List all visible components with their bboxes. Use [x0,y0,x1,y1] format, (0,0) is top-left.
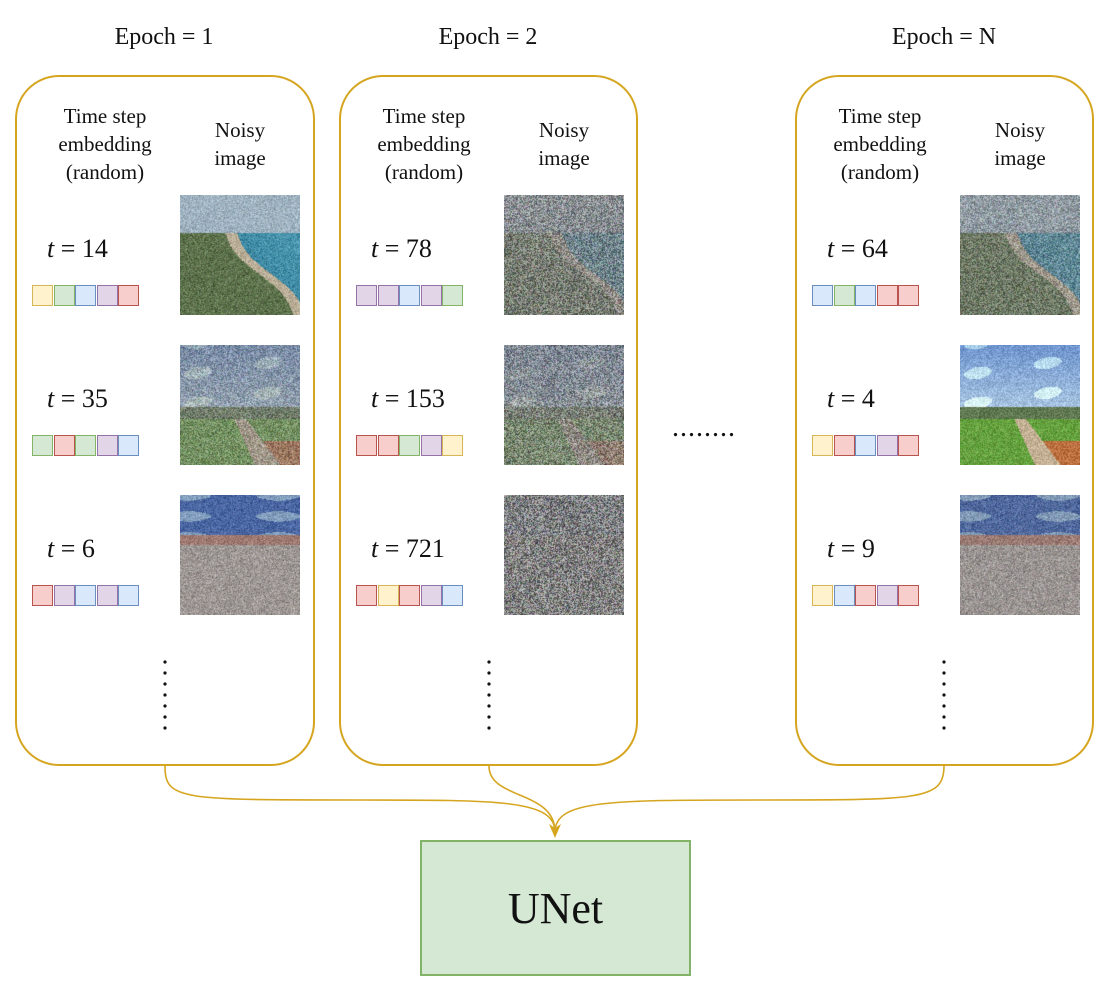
embedding-cell [32,585,53,606]
arrow-epoch-2-to-unet [488,765,556,833]
more-epochs-ellipsis: ........ [672,412,736,443]
epoch-1-row-1-embedding [32,285,140,306]
embedding-cell [855,285,876,306]
embedding-cell [53,585,75,606]
embedding-cell [377,435,399,456]
embedding-cell [53,435,75,456]
embedding-cell [812,585,833,606]
epoch-n-vertical-ellipsis [942,660,946,730]
embedding-cell [399,285,420,306]
embedding-cell [399,435,420,456]
embedding-cell [833,435,855,456]
epoch-1-vertical-ellipsis [163,660,167,730]
embedding-cell [420,285,442,306]
epoch-2-row-1-timestep: t = 78 [371,234,432,263]
epoch-1-row-2-embedding [32,435,140,456]
epoch-1-row-1-noisy-image [180,195,300,315]
epoch-2-row-1-noisy-image [504,195,624,315]
epoch-n-row-3-noisy-image [960,495,1080,615]
embedding-cell [876,435,898,456]
epoch-1-embed-header: Time step embedding (random) [58,104,152,184]
embedding-cell [75,435,96,456]
epoch-2-row-3-timestep: t = 721 [371,534,445,563]
epoch-n-embed-header: Time step embedding (random) [833,104,927,184]
epoch-1-row-3-noisy-image [180,495,300,615]
embedding-cell [898,435,919,456]
embedding-cell [855,585,876,606]
embedding-cell [118,435,139,456]
epoch-1-row-3-timestep: t = 6 [47,534,95,563]
embedding-cell [812,285,833,306]
epoch-2-row-2-embedding [356,435,464,456]
embedding-cell [855,435,876,456]
embedding-cell [833,285,855,306]
epoch-1-row-3-embedding [32,585,140,606]
embedding-cell [96,585,118,606]
epoch-n-row-1-timestep: t = 64 [827,234,888,263]
embedding-cell [442,435,463,456]
epoch-n-row-1-noisy-image [960,195,1080,315]
epoch-2-title: Epoch = 2 [438,24,538,50]
epoch-n-row-3-embedding [812,585,920,606]
epoch-n-title: Epoch = N [891,24,997,50]
embedding-cell [356,585,377,606]
epoch-2-vertical-ellipsis [487,660,491,730]
epoch-2-row-2-timestep: t = 153 [371,384,445,413]
epoch-2-row-3-embedding [356,585,464,606]
epoch-n-row-2-embedding [812,435,920,456]
embedding-cell [898,585,919,606]
epoch-2-embed-header: Time step embedding (random) [377,104,471,184]
embedding-cell [812,435,833,456]
embedding-cell [118,285,139,306]
epoch-2-row-2-noisy-image [504,345,624,465]
epoch-2-row-1-embedding [356,285,464,306]
unet-box: UNet [420,840,691,976]
epoch-1-row-2-noisy-image [180,345,300,465]
epoch-n-row-1-embedding [812,285,920,306]
embedding-cell [377,285,399,306]
embedding-cell [377,585,399,606]
embedding-cell [442,285,463,306]
epoch-2-image-header: Noisy image [538,118,590,170]
embedding-cell [399,585,420,606]
embedding-cell [356,435,377,456]
epoch-n-row-2-timestep: t = 4 [827,384,875,413]
embedding-cell [75,585,96,606]
embedding-cell [53,285,75,306]
embedding-cell [420,435,442,456]
epoch-n-image-header: Noisy image [994,118,1046,170]
unet-label: UNet [507,883,604,933]
arrow-epoch-n-to-unet [554,765,945,833]
arrow-epoch-1-to-unet [164,765,556,833]
embedding-cell [876,585,898,606]
epoch-2-row-3-noisy-image [504,495,624,615]
embedding-cell [442,585,463,606]
embedding-cell [32,435,53,456]
embedding-cell [833,585,855,606]
embedding-cell [898,285,919,306]
embedding-cell [356,285,377,306]
arrowhead-into-unet [549,824,561,838]
embedding-cell [118,585,139,606]
epoch-1-image-header: Noisy image [214,118,266,170]
embedding-cell [420,585,442,606]
epoch-1-row-2-timestep: t = 35 [47,384,108,413]
embedding-cell [32,285,53,306]
embedding-cell [96,435,118,456]
embedding-cell [75,285,96,306]
epoch-1-title: Epoch = 1 [114,24,214,50]
epoch-1-row-1-timestep: t = 14 [47,234,108,263]
embedding-cell [96,285,118,306]
embedding-cell [876,285,898,306]
epoch-n-row-2-noisy-image [960,345,1080,465]
epoch-n-row-3-timestep: t = 9 [827,534,875,563]
